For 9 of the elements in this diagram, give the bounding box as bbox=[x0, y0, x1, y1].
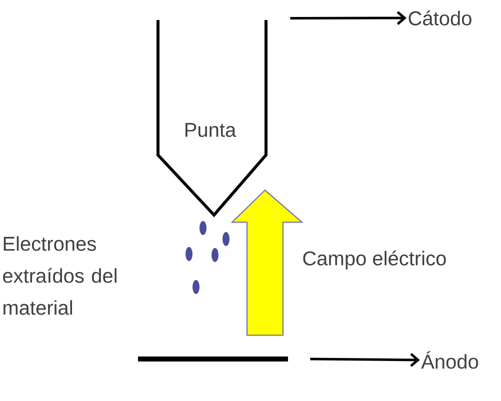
field-label: Campo eléctrico bbox=[303, 250, 446, 270]
block-arrow bbox=[230, 190, 304, 336]
arrow bbox=[310, 352, 420, 367]
arrow bbox=[290, 11, 407, 25]
caption-text: Electrones extraídos del material bbox=[3, 236, 116, 315]
electrode-label: Ánodo bbox=[421, 351, 478, 369]
tip-drawing: Punta bbox=[156, 20, 268, 218]
electrode-label: Cátodo bbox=[408, 10, 472, 26]
anode-plate bbox=[138, 356, 288, 362]
